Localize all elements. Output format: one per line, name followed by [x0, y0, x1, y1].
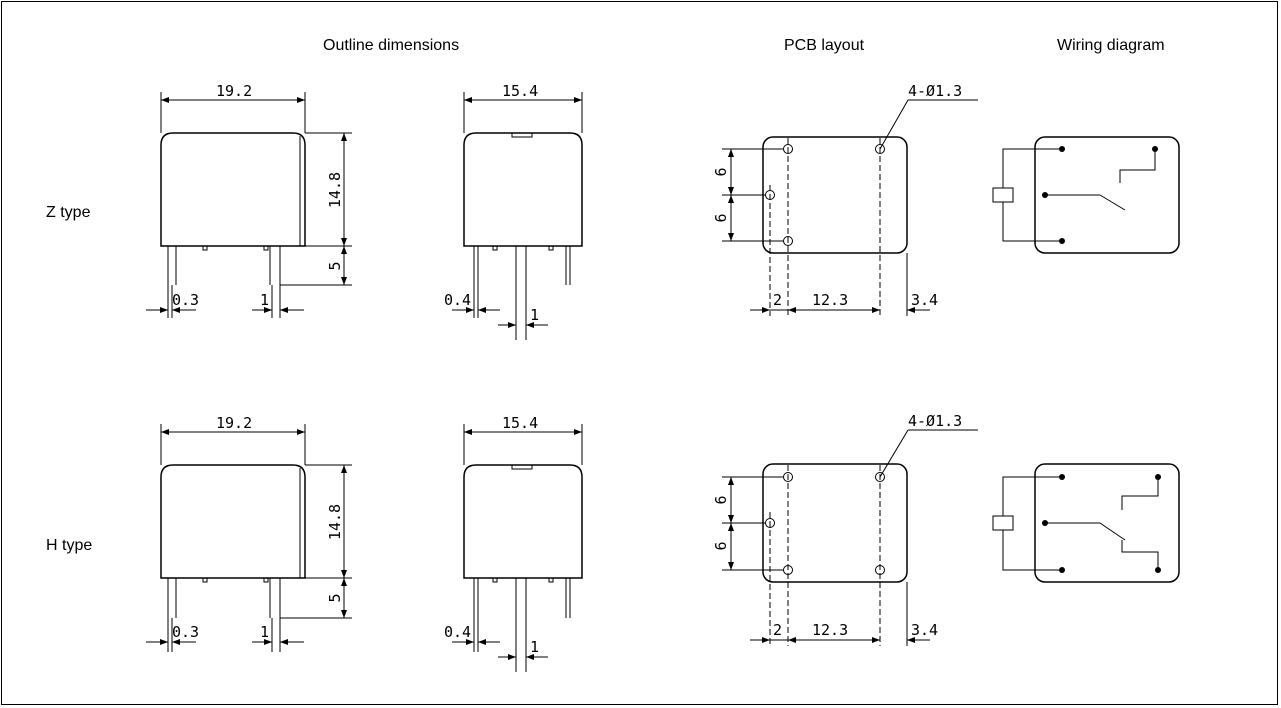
h-pcb-pitch-2-label: 6 — [712, 541, 730, 550]
header-pcb-layout: PCB layout — [784, 37, 865, 54]
h-pcb-dim-a-label: 2 — [773, 621, 782, 639]
h-side-pin-length-label: 5 — [326, 593, 344, 602]
z-side-pin-thickness-label: 0.3 — [172, 291, 199, 309]
z-pcb-dim-c-label: 3.4 — [911, 291, 938, 309]
z-pcb-pitch-1-label: 6 — [712, 167, 730, 176]
z-front-pin-width-label: 1 — [530, 306, 539, 324]
z-side-pin-length-label: 5 — [326, 261, 344, 270]
h-front-pin-thickness-label: 0.4 — [444, 623, 471, 641]
z-type-pcb-layout: 6 6 4-Ø1.3 2 12.3 3.4 — [712, 82, 978, 316]
z-side-width-label: 19.2 — [216, 82, 252, 100]
z-front-width-label: 15.4 — [502, 82, 538, 100]
z-pcb-dim-b-label: 12.3 — [812, 291, 848, 309]
z-pcb-pitch-2-label: 6 — [712, 213, 730, 222]
row-label-z-type: Z type — [46, 204, 91, 221]
z-type-front-view: 15.4 0.4 1 — [444, 82, 583, 340]
h-type-front-view: 15.4 0.4 1 — [444, 414, 583, 672]
header-wiring-diagram: Wiring diagram — [1057, 37, 1165, 54]
h-side-width-label: 19.2 — [216, 414, 252, 432]
z-side-pin-width-label: 1 — [260, 291, 269, 309]
z-pcb-holes-label: 4-Ø1.3 — [908, 82, 962, 100]
h-side-pin-width-label: 1 — [260, 623, 269, 641]
h-type-pcb-layout: 6 6 4-Ø1.3 2 12.3 3.4 — [712, 412, 978, 646]
header-outline-dimensions: Outline dimensions — [323, 37, 460, 54]
h-side-height-label: 14.8 — [326, 504, 344, 540]
h-front-pin-width-label: 1 — [530, 638, 539, 656]
h-pcb-dim-c-label: 3.4 — [911, 621, 938, 639]
h-pcb-pitch-1-label: 6 — [712, 495, 730, 504]
h-type-side-view: 19.2 14.8 5 0.3 1 — [146, 414, 352, 652]
z-type-side-view: 19.2 14.8 5 0.3 1 — [146, 82, 352, 318]
z-type-wiring-diagram — [992, 136, 1180, 254]
h-front-width-label: 15.4 — [502, 414, 538, 432]
z-pcb-dim-a-label: 2 — [773, 291, 782, 309]
h-type-wiring-diagram — [992, 463, 1180, 583]
h-side-pin-thickness-label: 0.3 — [172, 623, 199, 641]
z-side-height-label: 14.8 — [326, 172, 344, 208]
z-front-pin-thickness-label: 0.4 — [444, 291, 471, 309]
row-label-h-type: H type — [46, 537, 93, 554]
h-pcb-dim-b-label: 12.3 — [812, 621, 848, 639]
h-pcb-holes-label: 4-Ø1.3 — [908, 412, 962, 430]
